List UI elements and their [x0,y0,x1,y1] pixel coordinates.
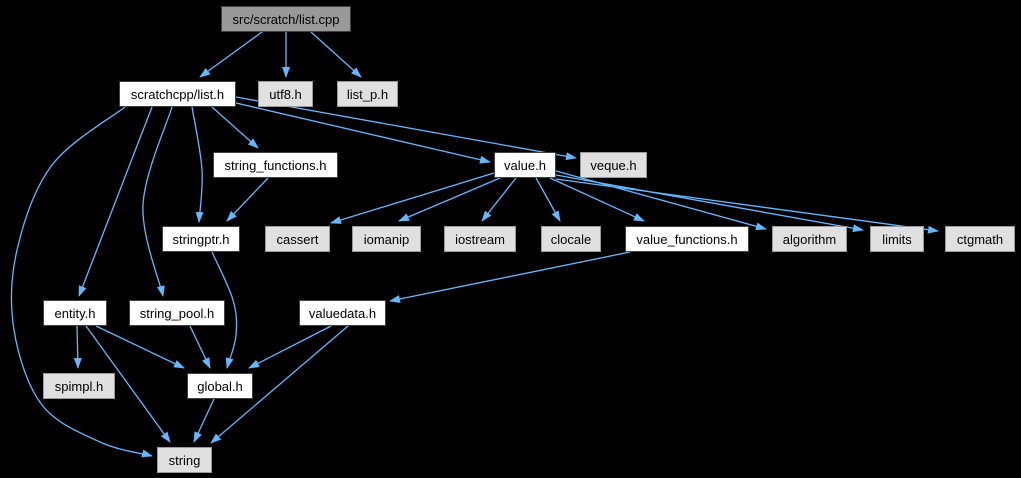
node-strpool[interactable]: string_pool.h [129,300,225,326]
edge-listh-to-string [10,106,153,458]
node-valueh[interactable]: value.h [494,152,556,178]
edge-valueh-to-limits [555,174,864,233]
edge-listh-to-valueh [235,102,491,164]
edge-valueh-to-iomanip [398,177,501,222]
edge-valuedata-to-string [210,325,349,444]
node-ctgmath: ctgmath [945,226,1015,252]
edge-strfn-to-stringptr [226,177,269,222]
edge-listh-to-strfn [211,106,259,149]
edge-valueh-to-clocale [535,177,561,222]
edge-listh-to-strpool [142,106,173,297]
edge-entity-to-global [95,325,185,369]
edge-entity-to-string [85,325,171,443]
node-global[interactable]: global.h [187,373,253,399]
edge-valueh-to-ctgmath [555,178,939,234]
node-listp: list_p.h [337,81,398,107]
edge-listh-to-veque [235,96,577,161]
node-listh[interactable]: scratchcpp/list.h [119,81,236,107]
edge-strpool-to-global [189,325,211,369]
edge-global-to-string [193,398,215,443]
node-valuefn[interactable]: value_functions.h [625,226,749,252]
node-strfn[interactable]: string_functions.h [213,152,338,178]
node-stringptr[interactable]: stringptr.h [162,226,240,252]
node-veque: veque.h [580,152,647,178]
node-valuedata[interactable]: valuedata.h [299,300,386,326]
node-limits: limits [870,226,924,252]
node-cassert: cassert [265,226,330,252]
node-string: string [157,447,212,473]
edge-valueh-to-iostream [481,177,517,222]
edge-valueh-to-valuefn [549,177,645,222]
edge-valuedata-to-global [248,325,332,369]
node-entity[interactable]: entity.h [43,300,107,326]
edge-stringptr-to-global [211,251,238,369]
node-spimpl: spimpl.h [43,373,115,399]
edge-valueh-to-algorithm [555,170,767,231]
edge-listcpp-to-listp [310,31,362,78]
edge-valuefn-to-valuedata [389,251,631,303]
edge-listh-to-stringptr [191,106,204,223]
edge-valueh-to-cassert [330,172,495,224]
node-utf8: utf8.h [258,81,313,107]
node-iomanip: iomanip [352,226,421,252]
node-listcpp: src/scratch/list.cpp [221,6,351,32]
edge-entity-to-spimpl [73,325,82,369]
node-algorithm: algorithm [772,226,847,252]
node-iostream: iostream [444,226,516,252]
node-clocale: clocale [541,226,601,252]
edge-listcpp-to-listh [199,31,263,78]
edge-listh-to-entity [78,106,153,297]
